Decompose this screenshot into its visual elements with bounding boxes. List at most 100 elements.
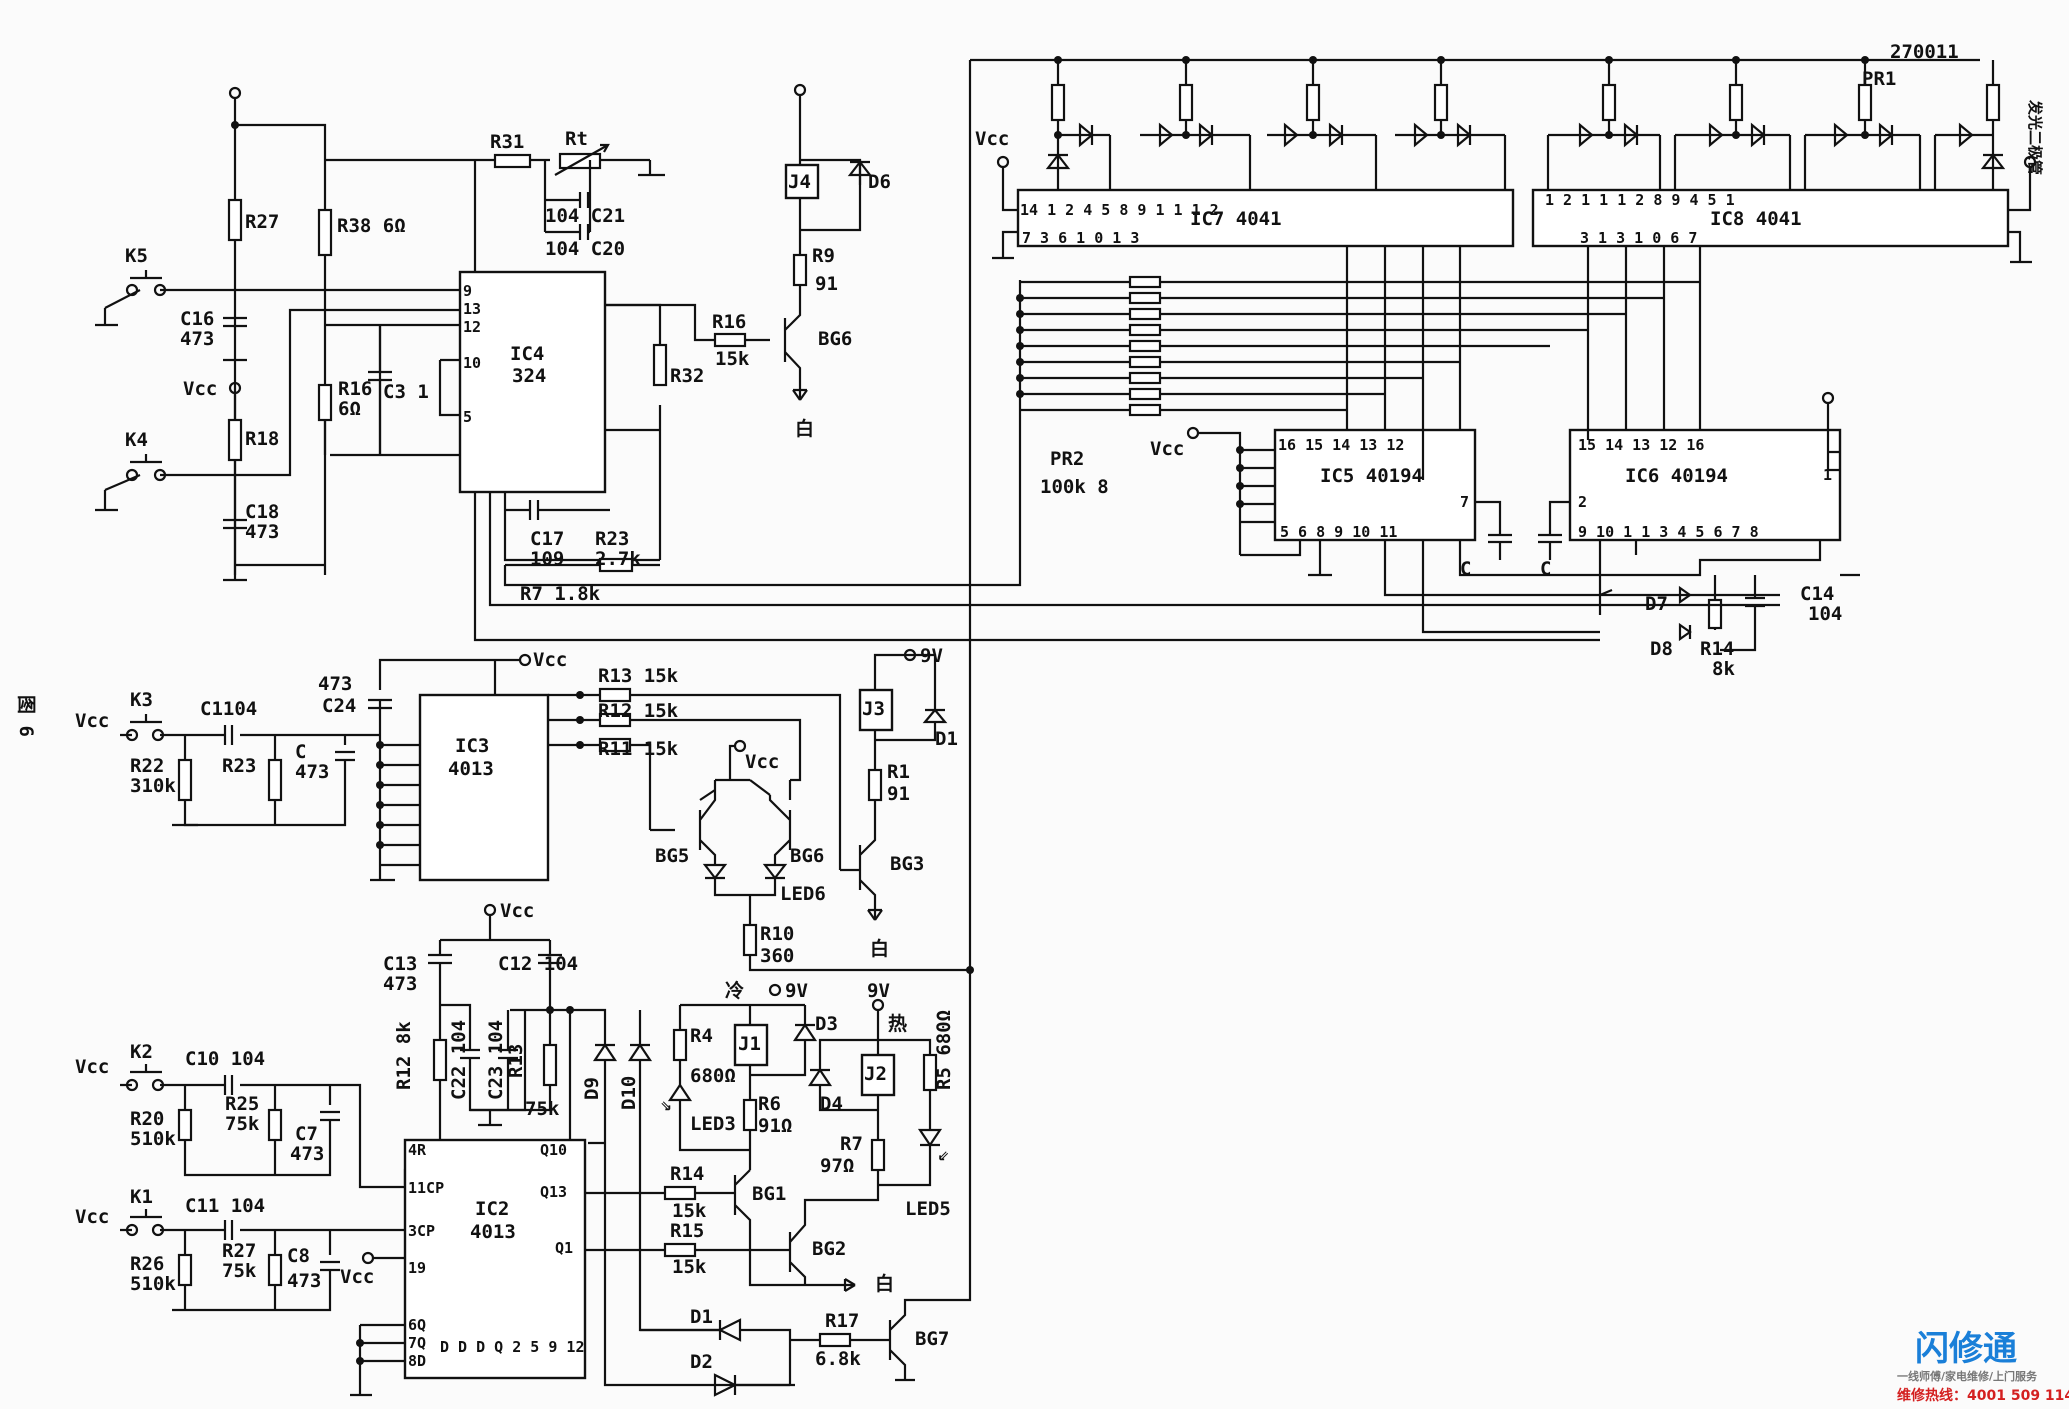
r16b-label: R16 [712, 311, 746, 333]
vcc-19-label: Vcc [340, 1266, 374, 1288]
c-label-ic3: C [295, 741, 306, 763]
r20-value: 510k [130, 1128, 176, 1150]
c17-label: C17 [530, 528, 564, 550]
vcc-k3-label: Vcc [75, 710, 109, 732]
relay-j4 [784, 163, 820, 200]
r23-value: 2.7k [595, 548, 641, 570]
ic3-chip [418, 693, 550, 882]
ic2-bottom-pins: D D D Q 2 5 9 12 [440, 1338, 585, 1356]
c7-value: 473 [290, 1143, 324, 1165]
ic2-pin-q13: Q13 [540, 1183, 567, 1201]
ic4-pin-12: 12 [463, 318, 481, 336]
c21-label: 104 C21 [545, 205, 625, 227]
led-driver-section: IC7 4041 IC8 4041 14 1 2 4 5 8 9 1 1 1 2… [968, 41, 2044, 975]
vcc-k1-label: Vcc [75, 1206, 109, 1228]
ic6-right-pin: 1 [1823, 466, 1832, 484]
ic5-label: IC5 40194 [1320, 465, 1423, 487]
r16-label: R16 [338, 378, 372, 400]
ic3-type: 4013 [448, 758, 494, 780]
c-value-ic3: 473 [295, 761, 329, 783]
c8-label: C8 [287, 1245, 310, 1267]
k5-label: K5 [125, 245, 148, 267]
r11-label: R11 15k [598, 738, 679, 760]
r6-value: 91Ω [758, 1115, 792, 1137]
led-pairs [1045, 122, 2006, 190]
vcc-top-label: Vcc [975, 128, 1009, 150]
ic2-pin-11cp: 11CP [408, 1179, 444, 1197]
k3-label: K3 [130, 689, 153, 711]
watermark-title: 闪修通 [1915, 1329, 2017, 1369]
ic4-section: R27 R38 6Ω C16 473 K5 Vcc R18 C18 473 K4… [95, 83, 1780, 642]
j4-label: J4 [788, 171, 811, 193]
c18-label: C18 [245, 501, 279, 523]
r1-label: R1 [887, 761, 910, 783]
d9-label: D9 [581, 1077, 603, 1100]
c12-label: C12 104 [498, 953, 578, 975]
r32-label: R32 [670, 365, 704, 387]
ic6-bottom-pins: 9 10 1 1 3 4 5 6 7 8 [1578, 523, 1759, 541]
c18-value: 473 [245, 521, 279, 543]
ic3-label: IC3 [455, 735, 489, 757]
ic2-pin-q1: Q1 [555, 1239, 573, 1257]
c14-label: C14 [1800, 583, 1834, 605]
ic8-top-pins: 1 2 1 1 1 2 8 9 4 5 1 [1545, 191, 1735, 209]
led6-label: LED6 [780, 883, 826, 905]
ic4-pin-9: 9 [463, 282, 472, 300]
ic6-label: IC6 40194 [1625, 465, 1728, 487]
bg6-mid-label: BG6 [790, 845, 824, 867]
r25-label: R25 [225, 1093, 259, 1115]
j1-label: J1 [738, 1033, 761, 1055]
r27-label: R27 [245, 211, 279, 233]
ic2-pin-6q: 6Q [408, 1316, 426, 1334]
bg2-label: BG2 [812, 1238, 846, 1260]
bg7-label: BG7 [915, 1328, 949, 1350]
ic2-pin-4r: 4R [408, 1141, 427, 1159]
k4-label: K4 [125, 429, 148, 451]
vcc-k2-label: Vcc [75, 1056, 109, 1078]
ic2-chip [403, 1138, 587, 1380]
c3-label: C3 1 [383, 381, 429, 403]
c8-value: 473 [287, 1270, 321, 1292]
c-label-2: C [1540, 558, 1551, 580]
r1-value: 91 [887, 783, 910, 805]
ic2-pin-8d: 8D [408, 1352, 426, 1370]
d2-label: D2 [690, 1351, 713, 1373]
ic3-section: Vcc K3 C1104 R22 310k R23 C 473 473 C24 … [75, 645, 974, 974]
r10-value: 360 [760, 945, 794, 967]
ic6-left-pin: 2 [1578, 493, 1587, 511]
c17-value: 109 [530, 548, 564, 570]
led3-arrow: ⇘ [660, 1093, 671, 1115]
bg3-label: BG3 [890, 853, 924, 875]
watermark-hotline: 维修热线：4001 509 114 [1897, 1387, 2069, 1404]
c14-value: 104 [1808, 603, 1842, 625]
ic2-label: IC2 [475, 1198, 509, 1220]
d8-label: D8 [1650, 638, 1673, 660]
c13-value: 473 [383, 973, 417, 995]
c13-label: C13 [383, 953, 417, 975]
d1-ic2-label: D1 [690, 1306, 713, 1328]
j3-label: J3 [862, 698, 885, 720]
ic2-pin-19: 19 [408, 1259, 426, 1277]
r31-label: R31 [490, 131, 524, 153]
ic2-pin-7q: 7Q [408, 1334, 426, 1352]
r23-label: R23 [595, 528, 629, 550]
r14-value: 8k [1712, 658, 1735, 680]
c10-label: C10 104 [185, 1048, 265, 1070]
pr1-label: PR1 [1862, 68, 1896, 90]
bg6-top-label: BG6 [818, 328, 852, 350]
r16b-value: 15k [715, 348, 750, 370]
code-label: 270011 [1890, 41, 1959, 63]
r27-ic2-label: R27 [222, 1240, 256, 1262]
j2-label: J2 [864, 1063, 887, 1085]
r27-ic2-value: 75k [222, 1260, 257, 1282]
ic6-top-pins: 15 14 13 12 16 [1578, 436, 1704, 454]
shift-register-section: PR2 100k 8 Vcc IC5 40194 16 15 14 13 12 … [1016, 275, 1860, 680]
r12-label: R12 15k [598, 700, 679, 722]
r9-label: R9 [812, 245, 835, 267]
d10-label: D10 [618, 1076, 640, 1110]
d6-label: D6 [868, 171, 891, 193]
ic4-pin-10: 10 [463, 354, 481, 372]
ic5-top-pins: 16 15 14 13 12 [1278, 436, 1404, 454]
